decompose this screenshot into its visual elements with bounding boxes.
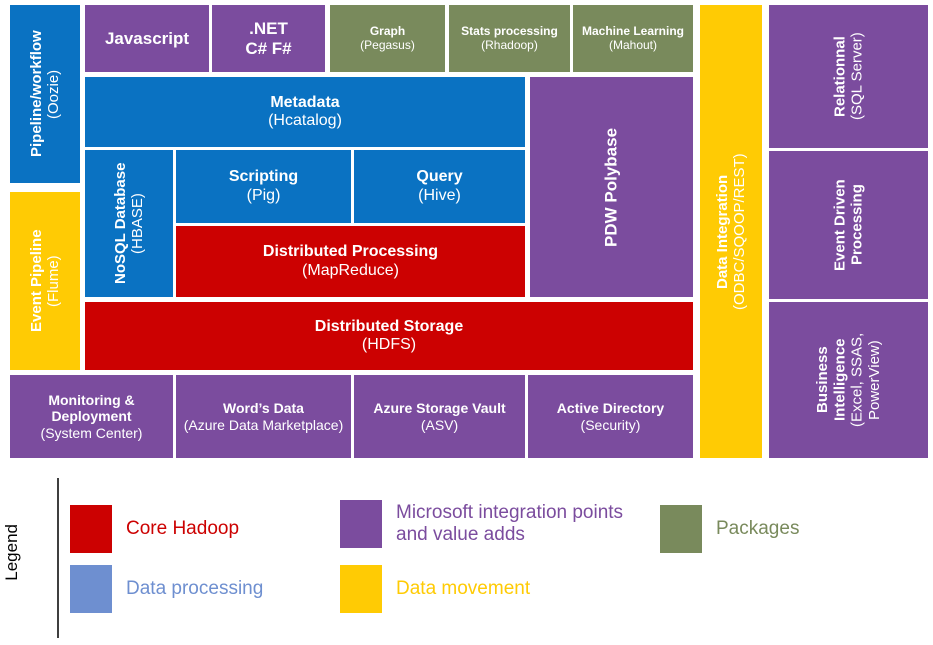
block-dotnet[interactable]: .NET C# F# — [212, 5, 325, 72]
block-subtitle: (Rhadoop) — [481, 37, 538, 52]
block-title: .NET — [249, 18, 288, 38]
block-event-driven-processing[interactable]: Event Driven Processing — [769, 151, 928, 299]
block-title: Pipeline/workflow — [27, 30, 45, 158]
block-machine-learning[interactable]: Machine Learning (Mahout) — [573, 5, 693, 72]
block-event-pipeline[interactable]: Event Pipeline (Flume) — [10, 192, 80, 370]
legend-item-packages: Packages — [660, 505, 799, 553]
block-subtitle: (HBASE) — [129, 193, 146, 254]
block-title: Stats processing — [461, 23, 558, 38]
block-subtitle: (System Center) — [40, 424, 143, 441]
block-title: Machine Learning — [581, 23, 685, 38]
block-monitoring-deployment[interactable]: Monitoring & Deployment (System Center) — [10, 375, 173, 458]
block-azure-storage-vault[interactable]: Azure Storage Vault (ASV) — [354, 375, 525, 458]
legend-swatch — [340, 565, 382, 613]
legend-swatch — [70, 505, 112, 553]
block-title: Word’s Data — [223, 400, 304, 417]
block-javascript[interactable]: Javascript — [85, 5, 209, 72]
block-subtitle: (Azure Data Marketplace) — [183, 416, 344, 433]
block-worlds-data[interactable]: Word’s Data (Azure Data Marketplace) — [176, 375, 351, 458]
block-active-directory[interactable]: Active Directory (Security) — [528, 375, 693, 458]
block-title: Distributed Storage — [314, 317, 464, 335]
block-title: Metadata — [270, 93, 340, 111]
block-subtitle: (HDFS) — [361, 336, 417, 353]
legend-label: Packages — [716, 517, 800, 539]
block-title: Distributed Processing — [262, 243, 439, 261]
block-subtitle: (Mahout) — [608, 37, 658, 52]
block-subtitle: C# F# — [245, 38, 292, 58]
block-relational[interactable]: Relationnal (SQL Server) — [769, 5, 928, 148]
block-title: Query — [416, 168, 463, 186]
block-subtitle: (MapReduce) — [302, 261, 399, 279]
block-subtitle: (Oozie) — [45, 69, 62, 119]
legend-item-ms-integration: Microsoft integration points and value a… — [340, 500, 626, 548]
legend-swatch — [340, 500, 382, 548]
block-metadata[interactable]: Metadata (Hcatalog) — [85, 77, 525, 147]
block-title: Event Driven Processing — [831, 179, 866, 271]
block-stats-processing[interactable]: Stats processing (Rhadoop) — [449, 5, 570, 72]
block-distributed-processing[interactable]: Distributed Processing (MapReduce) — [176, 226, 525, 297]
block-query[interactable]: Query (Hive) — [354, 150, 525, 223]
block-subtitle: (Hive) — [418, 186, 461, 204]
legend: Legend Core Hadoop Microsoft integration… — [0, 470, 933, 645]
legend-label: Data processing — [126, 577, 264, 599]
block-graph[interactable]: Graph (Pegasus) — [330, 5, 445, 72]
block-subtitle: (ODBC/SQOOP/REST) — [731, 153, 748, 310]
block-title: Scripting — [228, 168, 299, 186]
legend-item-core-hadoop: Core Hadoop — [70, 505, 239, 553]
block-business-intelligence[interactable]: Business Intelligence (Excel, SSAS, Powe… — [769, 302, 928, 458]
block-scripting[interactable]: Scripting (Pig) — [176, 150, 351, 223]
legend-label: Microsoft integration points and value a… — [396, 501, 624, 545]
block-distributed-storage[interactable]: Distributed Storage (HDFS) — [85, 302, 693, 370]
legend-title: Legend — [2, 524, 21, 581]
block-subtitle: (Hcatalog) — [268, 112, 342, 129]
block-subtitle: (Excel, SSAS, PowerView) — [848, 332, 883, 428]
block-subtitle: (Security) — [580, 416, 641, 433]
block-title: Azure Storage Vault — [373, 400, 506, 417]
legend-swatch — [660, 505, 702, 553]
block-title: Data Integration — [713, 174, 731, 289]
block-title: Graph — [369, 23, 406, 38]
block-title: Business Intelligence — [814, 338, 849, 422]
block-title: Relationnal — [831, 36, 849, 117]
legend-item-data-processing: Data processing — [70, 565, 263, 613]
block-pdw-polybase[interactable]: PDW Polybase — [530, 77, 693, 297]
block-title: NoSQL Database — [111, 162, 129, 285]
block-subtitle: (Pig) — [246, 186, 281, 204]
block-nosql-database[interactable]: NoSQL Database (HBASE) — [85, 150, 173, 297]
legend-label: Core Hadoop — [126, 517, 240, 539]
block-subtitle: (SQL Server) — [848, 32, 866, 121]
block-title: PDW Polybase — [601, 127, 621, 247]
block-title: Event Pipeline — [27, 229, 45, 333]
block-title: Monitoring & Deployment — [48, 392, 135, 425]
block-pipeline-workflow[interactable]: Pipeline/workflow (Oozie) — [10, 5, 80, 183]
legend-item-data-movement: Data movement — [340, 565, 530, 613]
legend-swatch — [70, 565, 112, 613]
block-subtitle: (Flume) — [45, 255, 62, 307]
block-data-integration[interactable]: Data Integration (ODBC/SQOOP/REST) — [700, 5, 762, 458]
block-title: Javascript — [104, 28, 190, 48]
legend-label: Data movement — [396, 577, 531, 599]
block-title: Active Directory — [556, 400, 665, 417]
legend-divider — [57, 478, 59, 638]
block-subtitle: (ASV) — [420, 416, 459, 433]
block-subtitle: (Pegasus) — [360, 37, 415, 52]
